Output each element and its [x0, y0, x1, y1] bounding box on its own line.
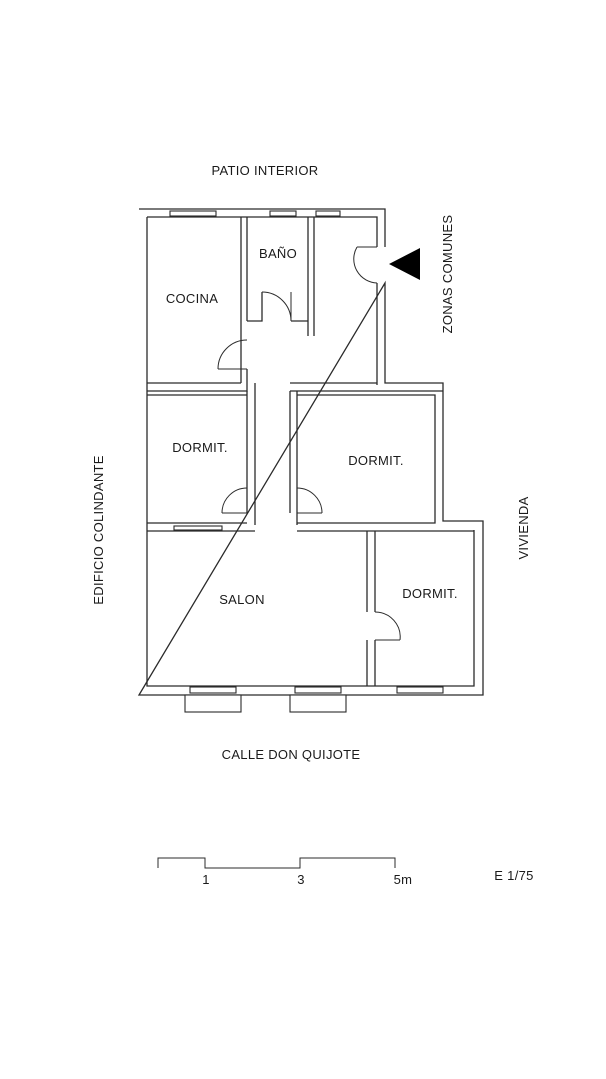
label-street: CALLE DON QUIJOTE — [222, 747, 361, 762]
room-cocina: COCINA — [166, 291, 218, 306]
room-salon: SALON — [219, 592, 265, 607]
scale-tick-1: 1 — [202, 872, 210, 887]
room-dormit-bottom: DORMIT. — [402, 586, 458, 601]
entrance-triangle-icon — [389, 248, 420, 280]
scale-ratio: E 1/75 — [494, 868, 533, 883]
windows — [169, 210, 444, 713]
room-bano: BAÑO — [259, 246, 297, 261]
label-patio: PATIO INTERIOR — [211, 163, 318, 178]
doors — [217, 246, 401, 641]
scale-bar: 1 3 5m — [157, 857, 413, 887]
label-left-side: EDIFICIO COLINDANTE — [91, 455, 106, 604]
scale-tick-5m: 5m — [394, 872, 413, 887]
label-right-side: VIVIENDA — [516, 496, 531, 559]
scale-tick-3: 3 — [297, 872, 305, 887]
interior-walls — [147, 217, 474, 686]
room-dormit-right: DORMIT. — [348, 453, 404, 468]
label-common: ZONAS COMUNES — [440, 215, 455, 334]
room-dormit-left: DORMIT. — [172, 440, 228, 455]
